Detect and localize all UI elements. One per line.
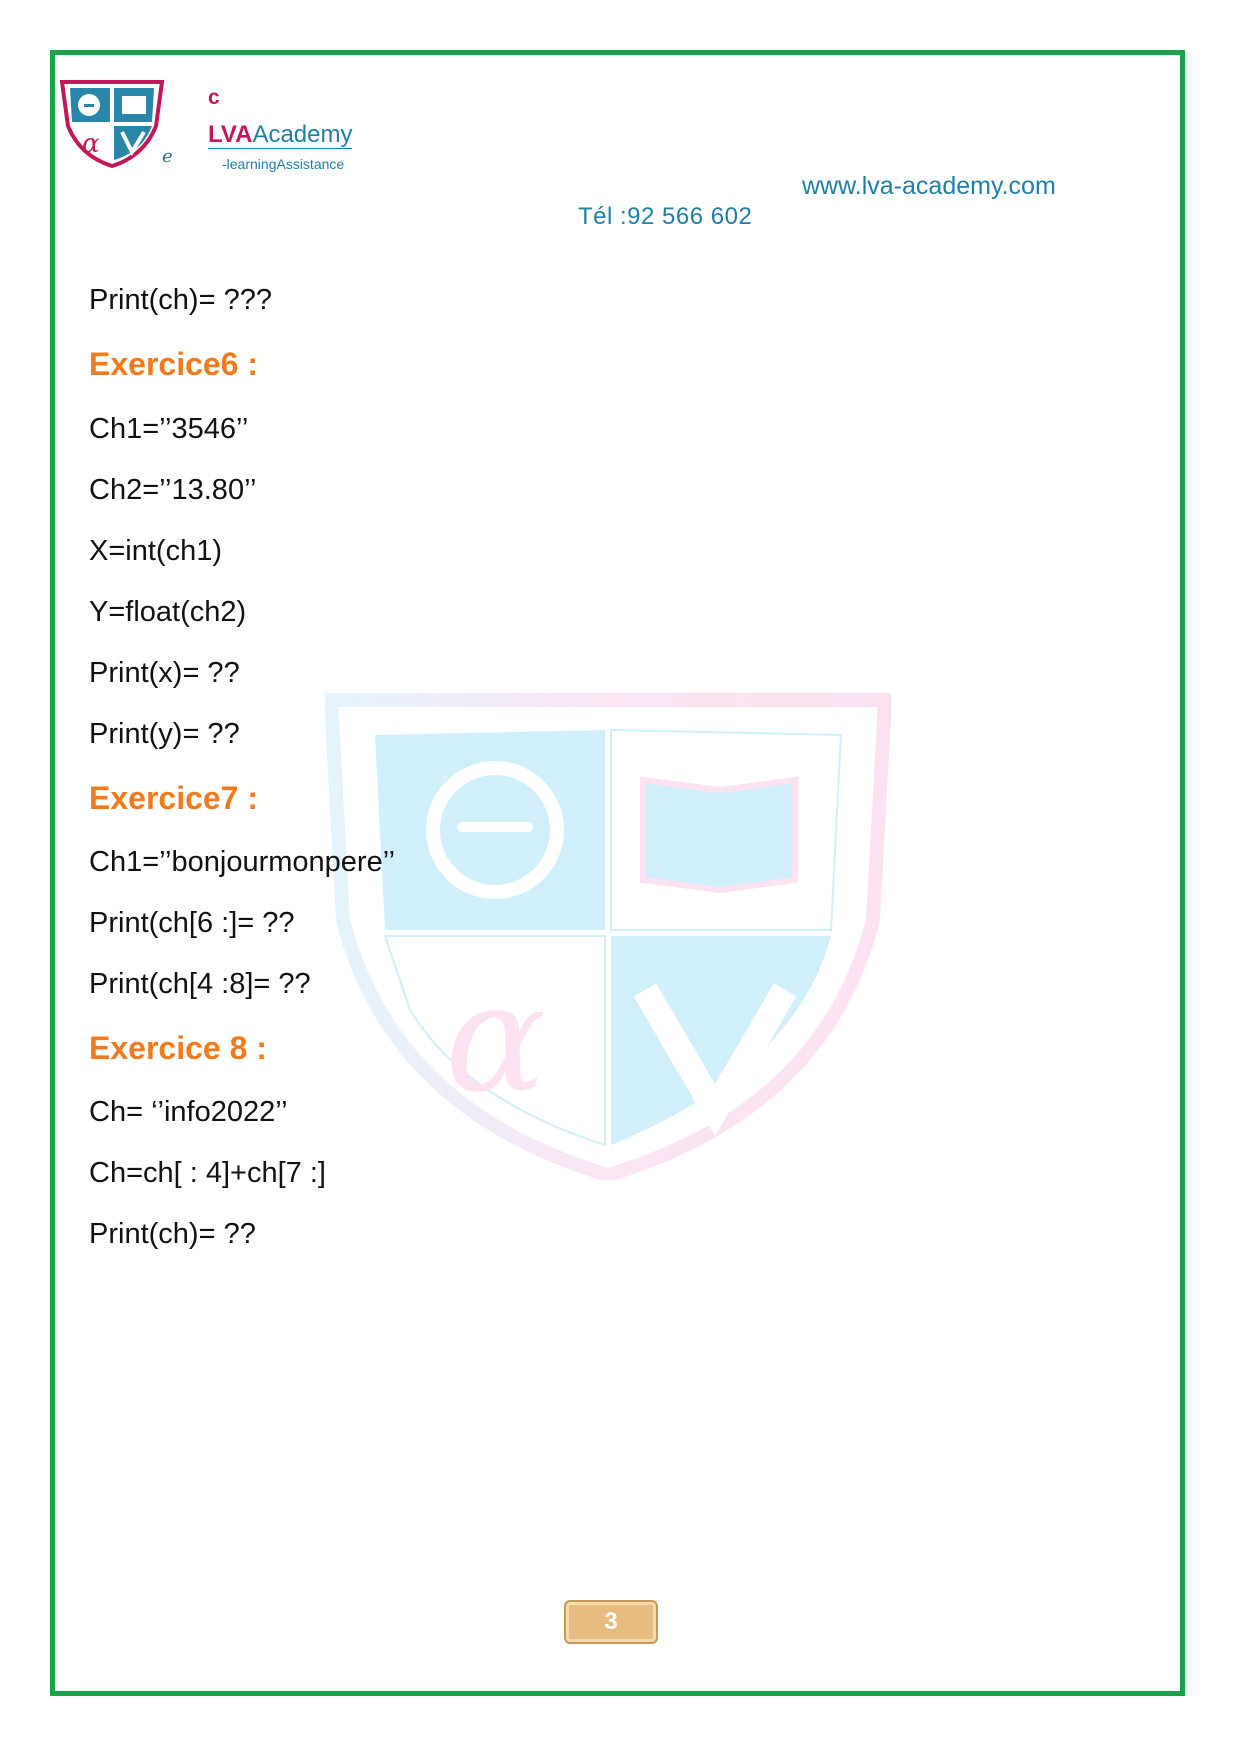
ex7-line: Print(ch[4 :8]= ??: [89, 968, 311, 1000]
ex7-line: Ch1=’’bonjourmonpere’’: [89, 846, 396, 878]
svg-text:α: α: [82, 129, 100, 159]
ex6-line: Print(x)= ??: [89, 657, 240, 689]
brand-letter: c: [208, 86, 220, 109]
brand-lva: LVA: [208, 121, 253, 148]
page-number-badge: 3: [564, 1600, 658, 1644]
phone-number: Tél :92 566 602: [578, 203, 753, 230]
exercise-8-title: Exercice 8 :: [89, 1030, 267, 1066]
intro-line: Print(ch)= ???: [89, 284, 272, 316]
ex8-line: Print(ch)= ??: [89, 1218, 256, 1250]
svg-text:α: α: [445, 952, 546, 1126]
ex6-line: Ch1=’’3546’’: [89, 413, 249, 445]
academy-logo-icon: α: [59, 80, 165, 168]
logo-e-letter: e: [162, 146, 173, 167]
brand-name[interactable]: LVAAcademy: [208, 121, 353, 149]
ex6-line: Ch2=’’13.80’’: [89, 474, 257, 506]
ex7-line: Print(ch[6 :]= ??: [89, 907, 295, 939]
page-border: [50, 50, 1185, 1696]
ex6-line: Y=float(ch2): [89, 596, 247, 628]
exercise-6-title: Exercice6 :: [89, 346, 259, 382]
ex8-line: Ch= ‘’info2022’’: [89, 1096, 288, 1128]
ex6-line: X=int(ch1): [89, 535, 222, 567]
ex8-line: Ch=ch[ : 4]+ch[7 :]: [89, 1157, 326, 1189]
website-link[interactable]: www.lva-academy.com: [802, 172, 1056, 200]
watermark-logo-icon: α: [325, 693, 891, 1180]
ex6-line: Print(y)= ??: [89, 718, 240, 750]
exercise-7-title: Exercice7 :: [89, 780, 259, 816]
brand-tagline: -learningAssistance: [222, 156, 345, 172]
brand-academy: Academy: [252, 121, 353, 148]
